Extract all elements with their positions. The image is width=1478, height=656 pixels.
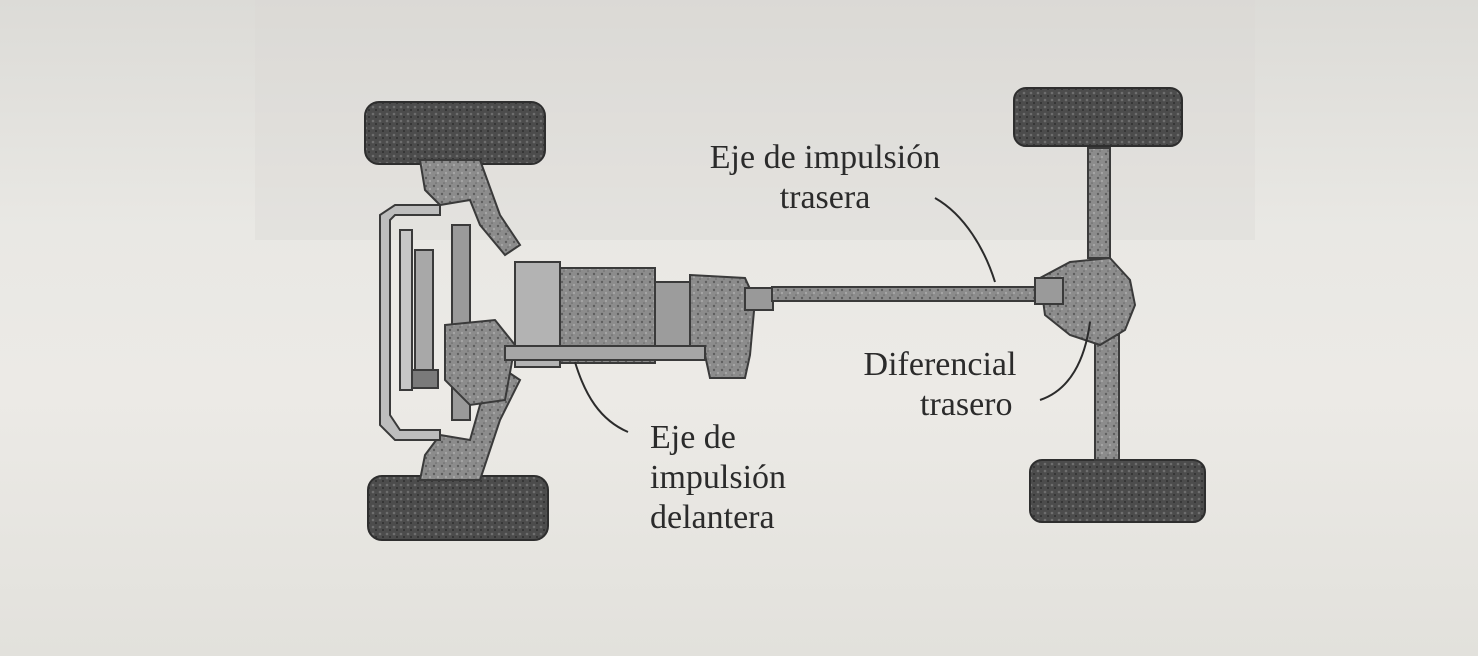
label-front-drive-shaft: Eje de impulsión delantera [650,418,850,538]
label-rear-drive-shaft: Eje de impulsión trasera [680,138,970,218]
label-front-drive-shaft-line1: Eje de [650,419,736,456]
label-front-drive-shaft-line2: impulsión [650,459,787,496]
label-front-drive-shaft-line3: delantera [650,499,775,536]
front-axle-assembly [379,159,522,481]
transmission-assembly [514,261,774,379]
leader-front-shaft [574,361,629,433]
front-drive-shaft [504,345,706,361]
leader-lines [574,197,1091,433]
label-rear-differential: Diferencial trasero [840,345,1040,425]
label-rear-drive-shaft-line1: Eje de impulsión [709,139,941,176]
label-rear-differential-line1: Diferencial [863,346,1017,383]
rear-axle-assembly [1034,147,1137,461]
leader-rear-shaft [934,197,996,283]
label-rear-drive-shaft-line2: trasera [779,179,871,216]
front-right-tire [367,475,549,541]
rear-right-tire [1029,459,1206,523]
leader-rear-differential [1039,321,1091,401]
label-rear-differential-line2: trasero [920,386,1013,423]
front-left-tire [364,101,546,165]
rear-drive-shaft [771,286,1041,302]
rear-left-tire [1013,87,1183,147]
